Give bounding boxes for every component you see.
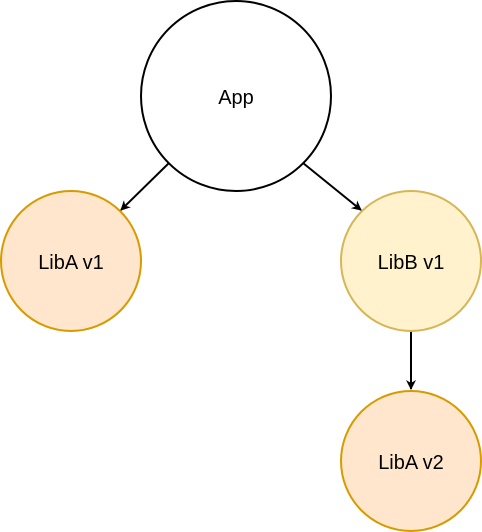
edge-app-to-liba-v1	[120, 162, 170, 211]
node-libb-v1-circle[interactable]	[340, 190, 482, 332]
node-liba-v1-label: LibA v1	[38, 252, 104, 274]
node-app-label: App	[218, 87, 254, 109]
node-liba-v2-label: LibA v2	[378, 452, 444, 474]
node-app[interactable]: App	[140, 0, 332, 192]
node-liba-v1[interactable]: LibA v1	[0, 190, 142, 332]
node-app-circle[interactable]	[140, 0, 332, 192]
node-liba-v2[interactable]: LibA v2	[340, 390, 482, 532]
node-libb-v1[interactable]: LibB v1	[340, 190, 482, 332]
node-liba-v2-circle[interactable]	[340, 390, 482, 532]
edge-app-to-libb-v1	[302, 162, 362, 211]
edges	[120, 162, 416, 390]
node-liba-v1-circle[interactable]	[0, 190, 142, 332]
node-libb-v1-label: LibB v1	[378, 252, 445, 274]
